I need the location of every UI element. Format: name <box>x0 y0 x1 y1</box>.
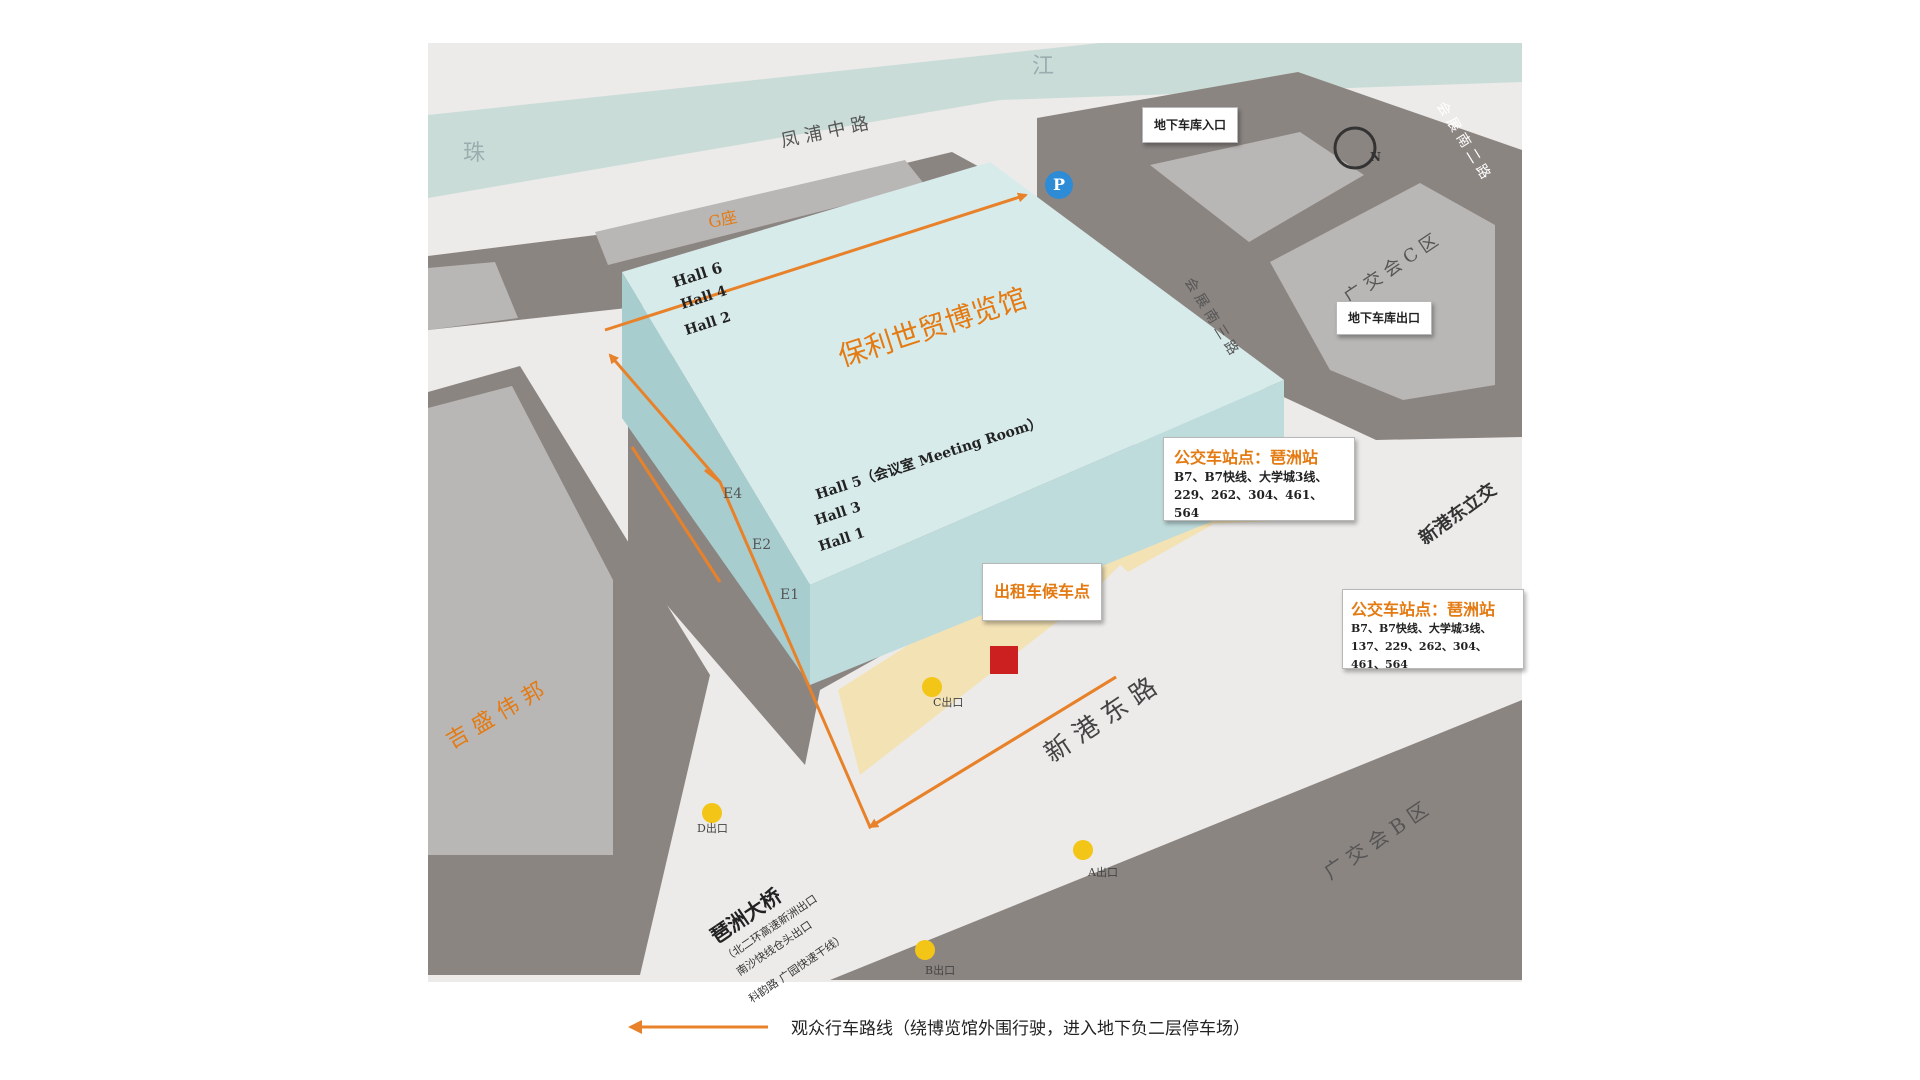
metro-icon-a <box>1073 840 1093 860</box>
route-arrow-bottom <box>868 675 1117 829</box>
river-label-zhu: 珠 <box>463 141 486 166</box>
entrance-e2: E2 <box>752 537 772 553</box>
metro-icon-c <box>922 677 942 697</box>
exit-c-label: C出口 <box>933 696 964 709</box>
entrance-e4: E4 <box>723 486 743 502</box>
taxi-icon <box>990 646 1018 674</box>
parking-icon-letter: P <box>1053 175 1066 194</box>
entrance-e1: E1 <box>780 587 800 603</box>
metro-icon-b <box>915 940 935 960</box>
bus2-title: 公交车站点：琶洲站 <box>1351 600 1496 619</box>
legend-text: 观众行车路线（绕博览馆外围行驶，进入地下负二层停车场） <box>791 1019 1250 1039</box>
block-upper-left-inner <box>428 262 518 330</box>
exit-a-label: A出口 <box>1088 866 1118 879</box>
callout-taxi: 出租车候车点 <box>982 563 1102 621</box>
exit-d-label: D出口 <box>697 822 728 835</box>
callout-bus-2: 公交车站点：琶洲站 B7、B7快线、大学城3线、 137、229、262、304… <box>1342 589 1524 671</box>
callout-parking-entry: 地下车库入口 <box>1142 107 1238 143</box>
callout-parking-exit: 地下车库出口 <box>1336 301 1432 335</box>
bus1-line2: 229、262、304、461、564 <box>1174 488 1323 520</box>
legend: 观众行车路线（绕博览馆外围行驶，进入地下负二层停车场） <box>626 1012 1326 1044</box>
callout-bus-1: 公交车站点：琶洲站 B7、B7快线、大学城3线、 229、262、304、461… <box>1163 437 1355 521</box>
building-roof <box>622 162 1284 585</box>
block-g-zone-inner <box>595 160 925 265</box>
exit-b-label: B出口 <box>925 964 956 977</box>
bus1-line1: B7、B7快线、大学城3线、 <box>1174 470 1328 484</box>
route-path-g <box>604 192 1028 332</box>
route-path-north <box>630 446 722 583</box>
bus2-line1: B7、B7快线、大学城3线、 <box>1351 622 1492 635</box>
compass-icon <box>1333 126 1377 170</box>
river-label-jiang: 江 <box>1032 54 1055 79</box>
block-top-right-inner1 <box>1150 132 1364 242</box>
route-arrow-left <box>608 353 722 483</box>
block-top-right-inner2 <box>1270 183 1495 400</box>
legend-route-arrow-icon <box>628 1020 768 1034</box>
bus1-title: 公交车站点：琶洲站 <box>1174 448 1319 467</box>
compass-n-label: N <box>1370 150 1381 164</box>
block-left-inner <box>428 386 613 855</box>
bus2-line2: 137、229、262、304、461、564 <box>1351 640 1487 671</box>
parking-icon <box>1045 171 1073 199</box>
metro-icon-d <box>702 803 722 823</box>
block-canton-fair-b <box>830 700 1522 980</box>
